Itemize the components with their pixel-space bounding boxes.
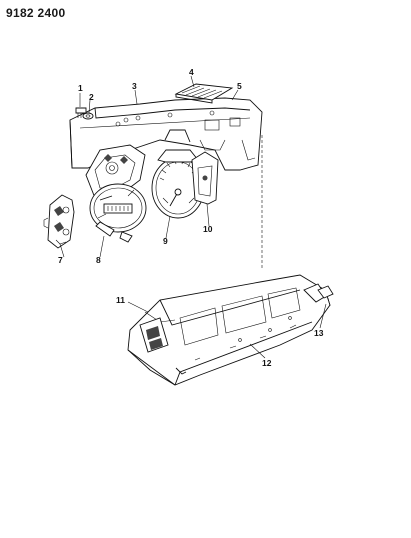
callout-3: 3 <box>132 81 137 91</box>
clip-2 <box>82 112 94 120</box>
callout-2: 2 <box>89 92 94 102</box>
callout-numbers: 1 2 3 4 5 7 8 9 10 11 12 13 <box>58 67 324 368</box>
diagram-code: 9182 2400 <box>6 6 66 20</box>
callout-7: 7 <box>58 255 63 265</box>
callout-5: 5 <box>237 81 242 91</box>
callout-11: 11 <box>116 295 125 305</box>
callout-13: 13 <box>314 328 324 338</box>
gauge-10 <box>191 151 219 205</box>
circuit-board <box>174 83 234 104</box>
clip-13 <box>317 285 334 307</box>
gauge-8 <box>89 183 147 243</box>
gauge-7 <box>43 194 75 249</box>
lens-assembly-12 <box>127 274 331 386</box>
callout-10: 10 <box>203 224 213 234</box>
leader-lines <box>59 75 327 359</box>
callout-1: 1 <box>78 83 83 93</box>
callout-8: 8 <box>96 255 101 265</box>
callout-4: 4 <box>189 67 194 77</box>
callout-9: 9 <box>163 236 168 246</box>
callout-12: 12 <box>262 358 272 368</box>
